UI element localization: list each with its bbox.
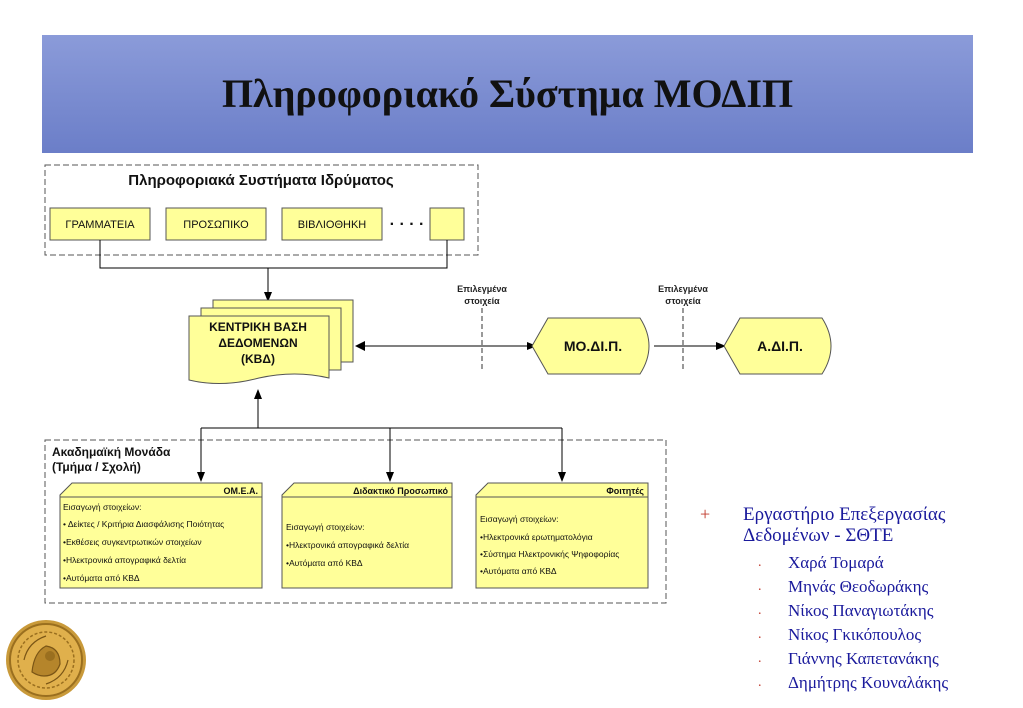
card-omea-line2: •Εκθέσεις συγκεντρωτικών στοιχείων [63, 537, 202, 547]
page-title: Πληροφοριακό Σύστημα ΜΟΔΙΠ [221, 71, 794, 116]
institution-group-frame [44, 164, 479, 256]
credits-bullet: + [700, 504, 711, 524]
card-omea-title: ΟΜ.Ε.Α. [223, 486, 258, 496]
card-foitites-line2: •Σύστημα Ηλεκτρονικής Ψηφοφορίας [480, 549, 619, 559]
adip-label: Α.ΔΙ.Π. [757, 338, 803, 354]
list-bullet: . [758, 555, 762, 570]
card-omea[interactable] [59, 482, 263, 589]
card-foitites[interactable] [475, 482, 649, 589]
list-item: . Μηνάς Θεοδωράκης [758, 575, 948, 599]
box-prosopiko-label: ΠΡΟΣΩΠΙΚΟ [183, 219, 249, 231]
card-foitites-line3: •Αυτόματα από ΚΒΔ [480, 566, 557, 576]
credit-name: Νίκος Παναγιωτάκης [788, 601, 934, 620]
card-omea-line1: • Δείκτες / Κριτήρια Διασφάλισης Ποιότητ… [63, 519, 224, 529]
academic-unit-line1: Ακαδημαϊκή Μονάδα [52, 445, 171, 459]
central-db-shape[interactable] [188, 315, 330, 385]
list-bullet: . [758, 603, 762, 618]
modip-shape[interactable] [531, 317, 650, 375]
credit-name: Νίκος Γκικόπουλος [788, 625, 922, 644]
list-item: . Γιάννης Καπετανάκης [758, 647, 948, 671]
selected-data-2-line2: στοιχεία [665, 296, 701, 306]
card-omea-line0: Εισαγωγή στοιχείων: [63, 502, 141, 512]
credit-name: Χαρά Τομαρά [788, 553, 884, 572]
list-item: . Χαρά Τομαρά [758, 551, 948, 575]
modip-label: ΜΟ.ΔΙ.Π. [564, 338, 622, 354]
card-foitites-line1: •Ηλεκτρονικά ερωτηματολόγια [480, 532, 593, 542]
institution-group-label: Πληροφοριακά Συστήματα Ιδρύματος [128, 172, 394, 189]
card-didaktiko[interactable] [281, 482, 453, 589]
selected-data-1-line2: στοιχεία [464, 296, 500, 306]
title-bar: Πληροφοριακό Σύστημα ΜΟΔΙΠ [42, 35, 973, 153]
box-grammateia-label: ΓΡΑΜΜΑΤΕΙΑ [65, 219, 135, 231]
central-db-line3: (ΚΒΔ) [241, 352, 275, 366]
selected-data-1-line1: Επιλεγμένα [457, 284, 507, 294]
box-vivliothiki[interactable] [281, 207, 383, 241]
card-foitites-line0: Εισαγωγή στοιχείων: [480, 514, 558, 524]
list-bullet: . [758, 651, 762, 666]
arrowhead-left-db [355, 341, 365, 351]
card-foitites-title: Φοιτητές [606, 486, 644, 496]
card-didaktiko-title: Διδακτικό Προσωπικό [353, 486, 448, 496]
box-vivliothiki-label: ΒΙΒΛΙΟΘΗΚΗ [298, 219, 367, 231]
list-item: . Νίκος Παναγιωτάκης [758, 599, 948, 623]
selected-data-2-line1: Επιλεγμένα [658, 284, 708, 294]
credits-heading-line2: Δεδομένων - ΣΘΤΕ [743, 525, 894, 546]
list-item: . Νίκος Γκικόπουλος [758, 623, 948, 647]
connector-systems-to-db [99, 240, 448, 269]
list-bullet: . [758, 675, 762, 690]
list-item: . Δημήτρης Κουναλάκης [758, 671, 948, 695]
card-didaktiko-line1: •Ηλεκτρονικά απογραφικά δελτία [286, 540, 409, 550]
box-other-system[interactable] [429, 207, 465, 241]
credit-name: Γιάννης Καπετανάκης [788, 649, 939, 668]
list-bullet: . [758, 579, 762, 594]
credits-heading-line1: Εργαστήριο Επεξεργασίας [743, 504, 946, 525]
card-omea-line3: •Ηλεκτρονικά απογραφικά δελτία [63, 555, 186, 565]
box-grammateia[interactable] [49, 207, 151, 241]
academic-unit-line2: (Τμήμα / Σχολή) [52, 460, 141, 474]
academic-unit-frame [44, 439, 667, 604]
card-didaktiko-line0: Εισαγωγή στοιχείων: [286, 522, 364, 532]
university-seal-icon [6, 620, 86, 700]
institution-ellipsis: · · · · [390, 216, 425, 233]
list-bullet: . [758, 627, 762, 642]
credits-heading: Εργαστήριο Επεξεργασίας Δεδομένων - ΣΘΤΕ [743, 504, 945, 546]
card-omea-line4: •Αυτόματα από ΚΒΔ [63, 573, 140, 583]
adip-shape[interactable] [723, 317, 832, 375]
credit-name: Δημήτρης Κουναλάκης [788, 673, 949, 692]
central-db-line2: ΔΕΔΟΜΕΝΩΝ [218, 336, 297, 350]
card-didaktiko-line2: •Αυτόματα από ΚΒΔ [286, 558, 363, 568]
credits-names-list: . Χαρά Τομαρά . Μηνάς Θεοδωράκης . Νίκος Πα… [758, 551, 948, 695]
central-db-line1: ΚΕΝΤΡΙΚΗ ΒΑΣΗ [209, 320, 307, 334]
box-prosopiko[interactable] [165, 207, 267, 241]
credit-name: Μηνάς Θεοδωράκης [788, 577, 929, 596]
